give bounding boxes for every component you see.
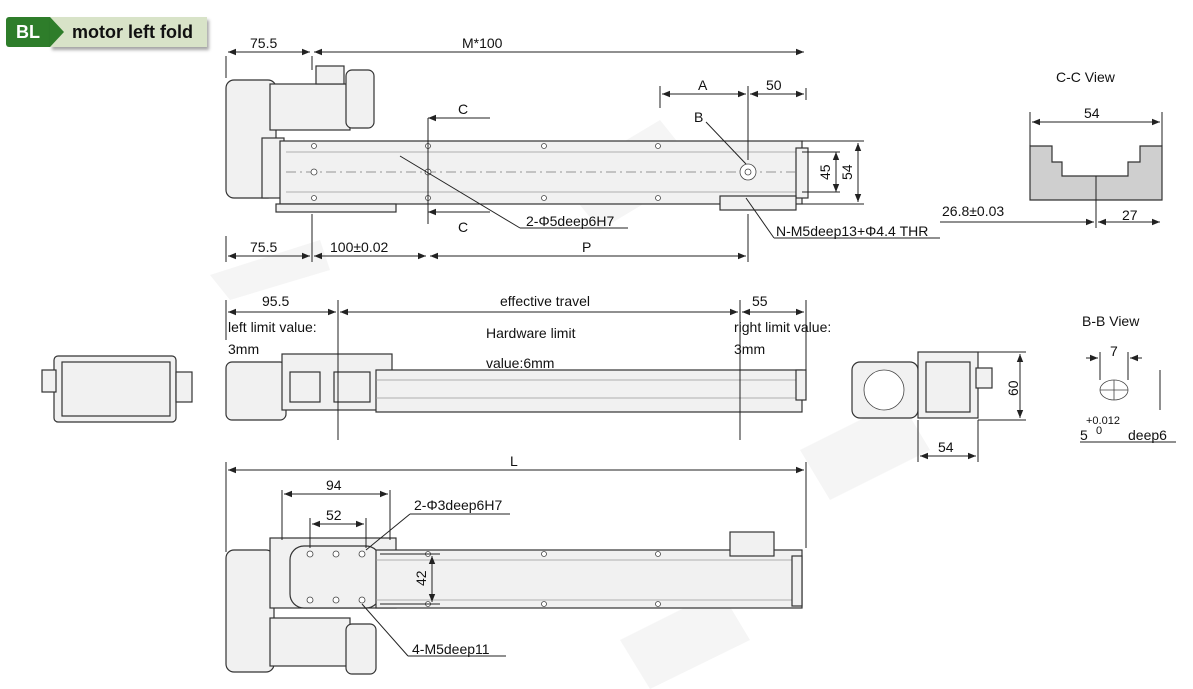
right-limit-line2: 3mm [734, 341, 765, 357]
dim-52: 52 [326, 507, 342, 523]
bb-dim-7: 7 [1110, 343, 1118, 359]
section-c-bottom: C [458, 219, 468, 235]
bb-tolerance-zero: 0 [1096, 425, 1102, 437]
left-limit-line2: 3mm [228, 341, 259, 357]
dim-45: 45 [817, 164, 833, 180]
bb-view-title: B-B View [1082, 313, 1140, 329]
cc-dim-27: 27 [1122, 207, 1138, 223]
dim-54-top: 54 [839, 164, 855, 180]
label-b: B [694, 109, 703, 125]
bb-view [1080, 352, 1176, 443]
effective-travel-label: effective travel [500, 293, 590, 309]
bb-deep: deep6 [1128, 427, 1167, 443]
side-dim-54: 54 [938, 439, 954, 455]
bb-tolerance: +0.012 [1086, 415, 1120, 427]
right-limit-line1: right limit value: [734, 319, 831, 335]
dim-55: 55 [752, 293, 768, 309]
side-dim-60: 60 [1005, 380, 1021, 396]
motor-body-upper [269, 83, 351, 131]
dim-100: 100±0.02 [330, 239, 389, 255]
top-view [225, 48, 940, 262]
cc-dim-26-8: 26.8±0.03 [942, 203, 1004, 219]
side-view [41, 300, 1026, 462]
cc-dim-54: 54 [1084, 105, 1100, 121]
rail-top [279, 140, 803, 205]
left-limit-line1: left limit value: [228, 319, 317, 335]
bb-dim-5: 5 [1080, 427, 1088, 443]
dim-94: 94 [326, 477, 342, 493]
callout-pin-bottom: 2-Φ3deep6H7 [414, 497, 502, 513]
dim-75-5-bottom: 75.5 [250, 239, 277, 255]
callout-thread-bottom: 4-M5deep11 [412, 641, 490, 657]
model-badge: BL motor left fold [6, 14, 207, 50]
dim-l: L [510, 453, 518, 469]
model-code: BL [6, 17, 50, 47]
section-c-top: C [458, 101, 468, 117]
cc-view [940, 112, 1163, 228]
dim-42: 42 [413, 570, 429, 586]
hardware-limit-line2: value:6mm [486, 355, 554, 371]
dim-75-5-top: 75.5 [250, 35, 277, 51]
hardware-limit-line1: Hardware limit [486, 325, 576, 341]
model-title: motor left fold [50, 17, 207, 47]
dim-50: 50 [766, 77, 782, 93]
dim-a: A [698, 77, 708, 93]
bottom-view [225, 462, 807, 675]
dim-95-5: 95.5 [262, 293, 289, 309]
callout-thread-top: N-M5deep13+Φ4.4 THR [776, 223, 928, 239]
dim-m100: M*100 [462, 35, 503, 51]
cc-view-title: C-C View [1056, 69, 1116, 85]
dim-p: P [582, 239, 591, 255]
callout-pin-top: 2-Φ5deep6H7 [526, 213, 614, 229]
